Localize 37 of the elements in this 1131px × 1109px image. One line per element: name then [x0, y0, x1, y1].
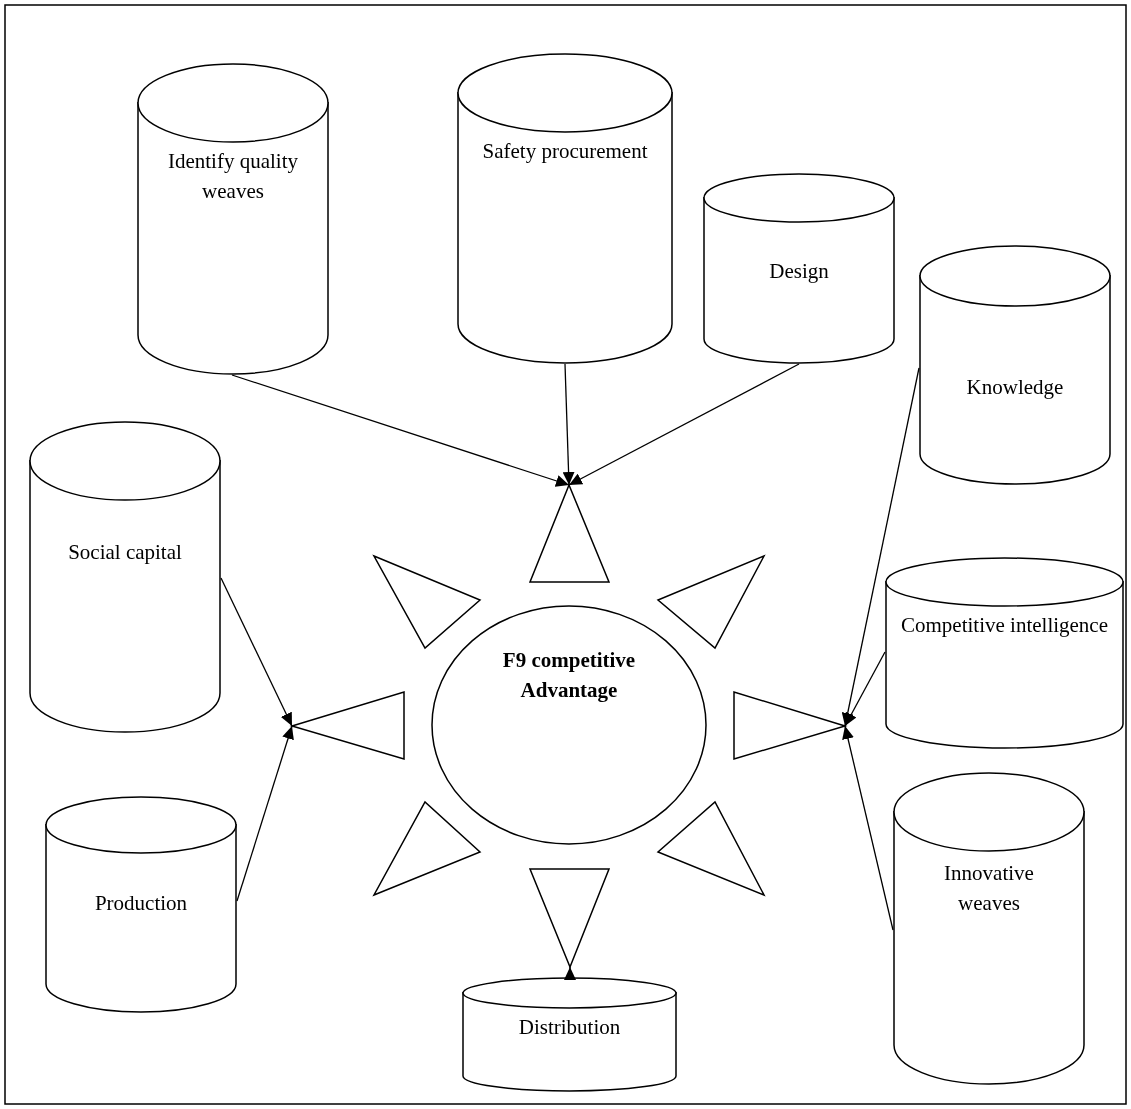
- arrow: [236, 725, 294, 902]
- triangle-ray: [530, 485, 609, 582]
- triangle-ray: [292, 692, 404, 759]
- triangle-ray: [374, 556, 480, 648]
- arrow: [842, 725, 894, 931]
- node-label: Production: [93, 890, 189, 917]
- node-label: Knowledge: [965, 374, 1065, 401]
- triangle-ray: [658, 556, 764, 648]
- triangle-ray: [374, 802, 480, 895]
- arrow: [844, 651, 886, 727]
- node-label: Design: [768, 258, 830, 285]
- database-cylinder: [45, 796, 237, 1013]
- triangle-ray: [530, 869, 609, 967]
- arrow: [568, 363, 800, 486]
- center-ellipse: [431, 605, 707, 845]
- node-label: F9 competitive Advantage: [501, 647, 637, 704]
- database-cylinder: [137, 63, 329, 375]
- database-cylinder: [703, 173, 895, 364]
- database-cylinder: [462, 977, 677, 1092]
- node-label: Distribution: [517, 1014, 622, 1041]
- database-cylinder: [885, 557, 1124, 749]
- arrow: [841, 367, 920, 727]
- database-cylinder: [457, 53, 673, 364]
- node-label: Safety procurement: [481, 138, 649, 165]
- node-label: Identify quality weaves: [166, 148, 300, 205]
- arrow: [220, 577, 293, 727]
- arrow: [562, 363, 575, 486]
- node-label: Competitive intelligence: [900, 612, 1109, 639]
- node-label: Social capital: [67, 539, 183, 566]
- arrow: [231, 374, 570, 487]
- node-label: Innovative weaves: [943, 860, 1035, 917]
- triangle-ray: [734, 692, 845, 759]
- database-cylinder: [29, 421, 221, 733]
- triangle-ray: [658, 802, 764, 895]
- database-cylinder: [919, 245, 1111, 485]
- arrow: [564, 966, 576, 980]
- database-cylinder: [893, 772, 1085, 1085]
